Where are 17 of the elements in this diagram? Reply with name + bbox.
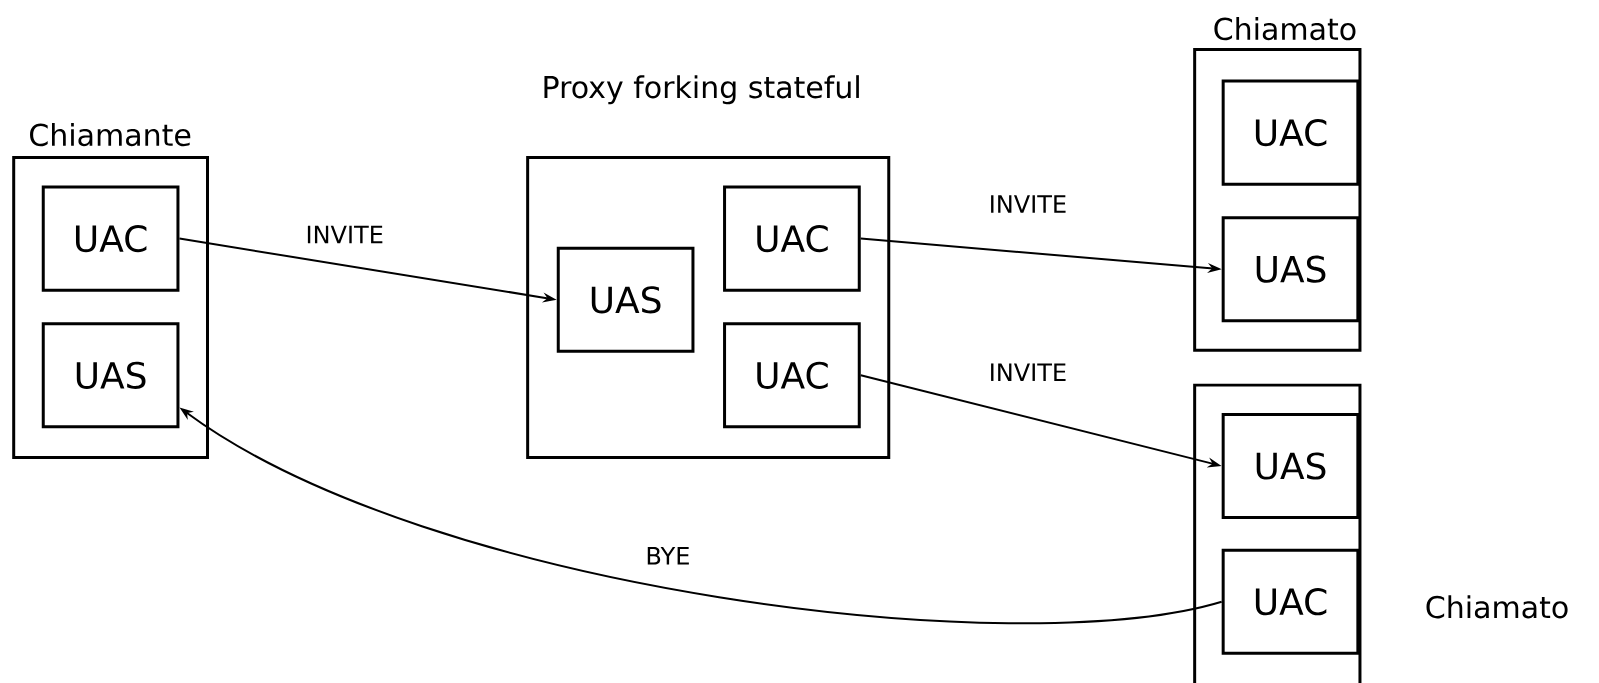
group-heading: Chiamato [1214, 17, 1356, 41]
edge-label: INVITE [986, 361, 1070, 383]
edge-label: INVITE [986, 193, 1070, 215]
agent-box: UAS [41, 322, 180, 429]
agent-box: UAC [41, 185, 180, 292]
agent-box: UAC [723, 322, 861, 429]
edge-label: BYE [643, 545, 693, 567]
agent-box: UAC [1221, 548, 1360, 655]
agent-box: UAS [1221, 412, 1360, 520]
group-heading: Chiamato [1426, 595, 1568, 619]
agent-box: UAC [723, 185, 861, 292]
edge-label: INVITE [303, 223, 386, 246]
group-heading: Proxy forking stateful [544, 75, 859, 105]
agent-box: UAS [1221, 216, 1360, 323]
agent-box: UAC [1221, 79, 1360, 186]
agent-box: UAS [556, 246, 695, 353]
group-heading: Chiamante [30, 123, 191, 147]
